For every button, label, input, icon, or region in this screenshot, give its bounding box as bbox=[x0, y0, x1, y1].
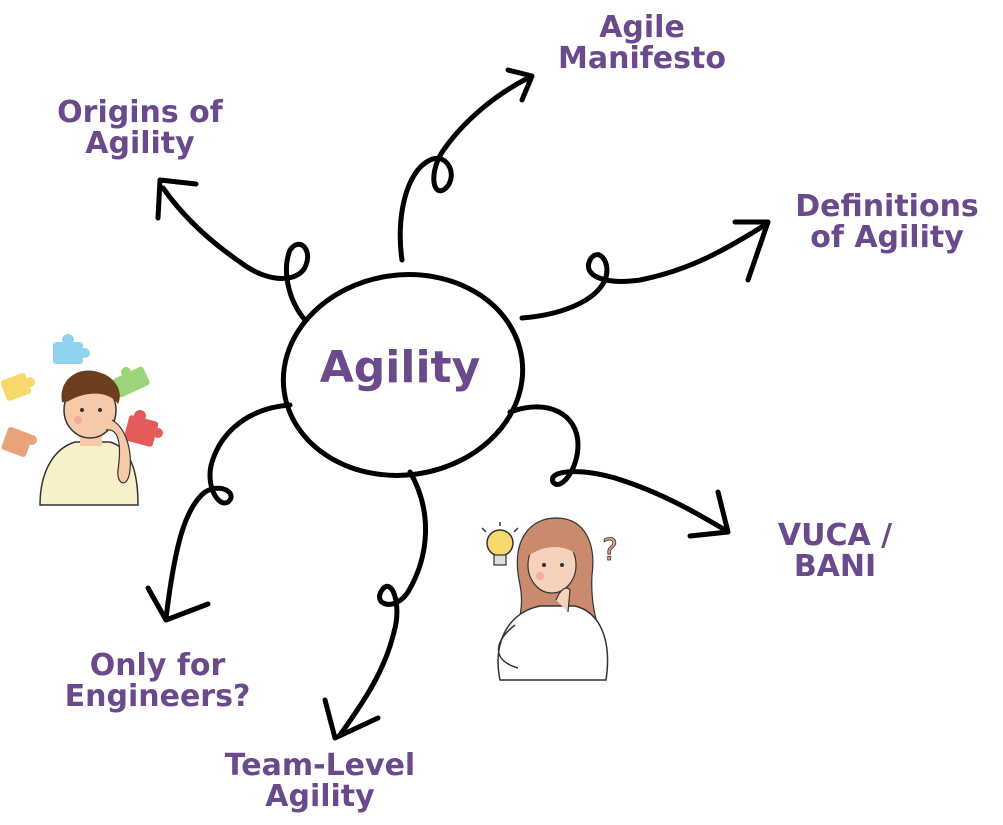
puzzle-piece-icon bbox=[1, 427, 37, 457]
thinking-man-with-puzzle-pieces bbox=[0, 334, 163, 506]
puzzle-piece-icon bbox=[53, 334, 90, 364]
topic-line: VUCA / bbox=[777, 518, 893, 553]
center-ellipse bbox=[280, 272, 526, 478]
topic-origins: Origins of Agility bbox=[40, 97, 240, 159]
topic-line: Origins of bbox=[57, 95, 223, 130]
thinking-woman-with-lightbulb: ? bbox=[481, 517, 618, 681]
topic-line: Only for bbox=[89, 648, 226, 683]
topic-engineers: Only for Engineers? bbox=[50, 650, 265, 712]
arrowhead-engineers bbox=[145, 585, 211, 623]
question-mark-icon: ? bbox=[602, 533, 618, 568]
topic-line: Manifesto bbox=[558, 41, 726, 76]
branch-origins bbox=[155, 177, 310, 323]
arrowhead-vuca bbox=[687, 489, 731, 539]
topic-line: Agility bbox=[85, 126, 195, 161]
arrowhead-origins bbox=[155, 177, 199, 221]
topic-line: of Agility bbox=[810, 220, 964, 255]
branch-engineers bbox=[145, 402, 293, 623]
topic-vuca: VUCA / BANI bbox=[755, 520, 915, 582]
arrowhead-manifesto bbox=[505, 67, 535, 103]
topic-line: Agility bbox=[265, 779, 375, 814]
topic-line: Definitions bbox=[795, 189, 979, 224]
puzzle-piece-icon bbox=[0, 373, 35, 401]
arrowhead-team bbox=[322, 697, 381, 741]
branch-vuca bbox=[507, 404, 731, 539]
topic-line: Agile bbox=[599, 10, 685, 45]
lightbulb-icon bbox=[481, 522, 519, 566]
branch-manifesto bbox=[397, 67, 535, 263]
puzzle-piece-icon bbox=[112, 366, 150, 398]
topic-team: Team-Level Agility bbox=[205, 750, 435, 812]
branch-definitions bbox=[519, 219, 771, 321]
center-label: Agility bbox=[319, 342, 481, 393]
arrowhead-definitions bbox=[732, 219, 771, 283]
puzzle-piece-icon bbox=[123, 410, 163, 447]
topic-manifesto: Agile Manifesto bbox=[542, 12, 742, 74]
topic-definitions: Definitions of Agility bbox=[782, 191, 992, 253]
topic-line: Team-Level bbox=[224, 748, 416, 783]
branch-team bbox=[322, 469, 428, 741]
topic-line: Engineers? bbox=[64, 679, 251, 714]
topic-line: BANI bbox=[793, 549, 877, 584]
